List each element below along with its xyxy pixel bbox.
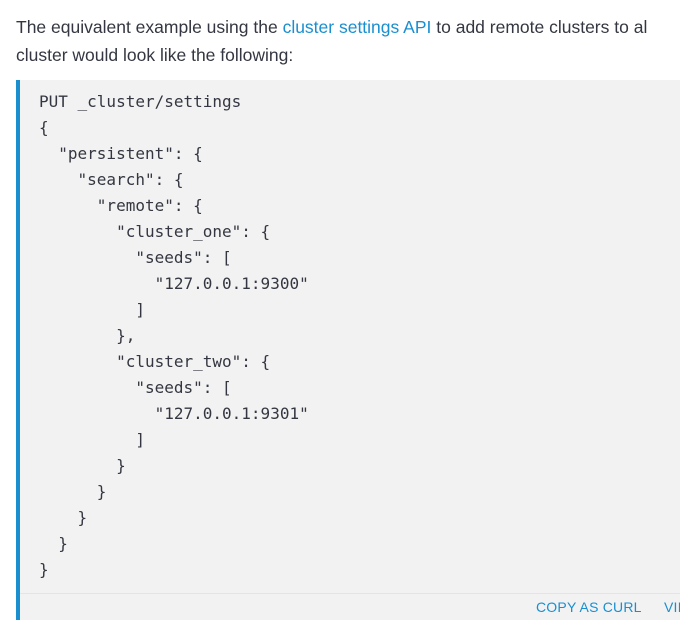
- code-line: "cluster_one": {: [39, 222, 271, 241]
- code-line: "remote": {: [39, 196, 203, 215]
- copy-as-curl-button[interactable]: COPY AS CURL: [536, 599, 642, 615]
- code-block: PUT _cluster/settings { "persistent": { "…: [16, 80, 680, 620]
- code-line: }: [39, 508, 88, 527]
- code-line: "persistent": {: [39, 144, 203, 163]
- cluster-settings-api-link[interactable]: cluster settings API: [282, 17, 432, 37]
- code-line: }: [39, 456, 126, 475]
- view-in-console-button[interactable]: VII: [664, 599, 680, 615]
- code-line: "cluster_two": {: [39, 352, 271, 371]
- code-line: PUT _cluster/settings: [39, 92, 242, 111]
- code-line: "search": {: [39, 170, 184, 189]
- code-line: "127.0.0.1:9301": [39, 404, 309, 423]
- intro-text-before-link: The equivalent example using the: [16, 17, 283, 37]
- code-line: "seeds": [: [39, 248, 232, 267]
- code-line: }: [39, 560, 49, 579]
- code-line: {: [39, 118, 49, 137]
- intro-text-after-link: to add remote clusters to al: [431, 17, 648, 37]
- code-line: "seeds": [: [39, 378, 232, 397]
- code-line: "127.0.0.1:9300": [39, 274, 309, 293]
- intro-text-line-2: cluster would look like the following:: [16, 45, 294, 65]
- code-snippet: PUT _cluster/settings { "persistent": { "…: [39, 89, 309, 583]
- code-line: },: [39, 326, 136, 345]
- code-line: }: [39, 482, 107, 501]
- code-line: ]: [39, 430, 145, 449]
- intro-paragraph: The equivalent example using the cluster…: [16, 13, 680, 69]
- code-toolbar: COPY AS CURL VII: [20, 593, 680, 620]
- code-line: }: [39, 534, 68, 553]
- code-line: ]: [39, 300, 145, 319]
